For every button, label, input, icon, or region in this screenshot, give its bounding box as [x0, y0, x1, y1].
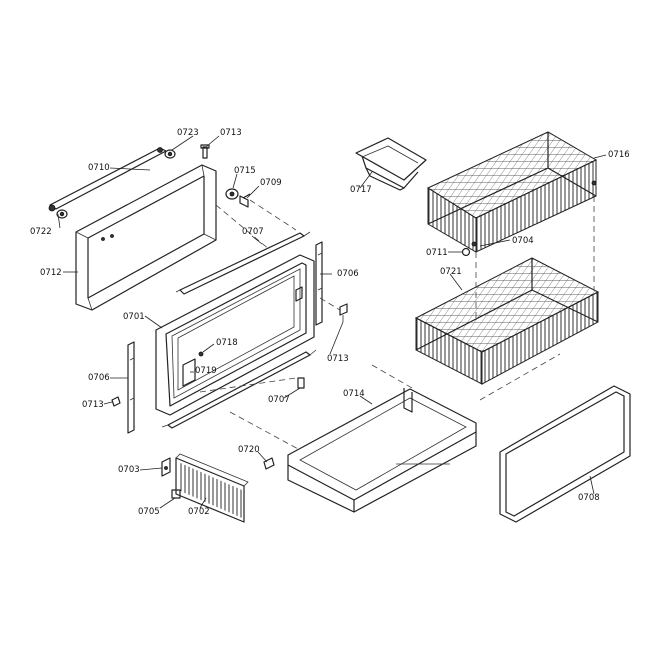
label-0715: 0715	[234, 166, 256, 176]
label-0710: 0710	[88, 163, 110, 173]
washer-0715	[225, 188, 239, 200]
side-rail-0706-right	[315, 241, 323, 326]
label-0717: 0717	[350, 185, 372, 195]
label-0704: 0704	[512, 236, 534, 246]
screw-0713-left	[111, 396, 121, 407]
label-0706-left: 0706	[88, 373, 110, 383]
label-0716: 0716	[608, 150, 630, 160]
part-labels: 0723 0713 0710 0715 0709 0722 0707 0712 …	[30, 128, 630, 517]
door-0701	[155, 254, 315, 416]
label-0708: 0708	[578, 493, 600, 503]
label-0702: 0702	[188, 507, 210, 517]
label-0718: 0718	[216, 338, 238, 348]
ice-bin-0717	[355, 137, 427, 191]
leader-lines	[57, 135, 607, 509]
drawer-tray-0714	[287, 388, 477, 513]
roller-0723	[164, 149, 176, 159]
wire-basket-0721	[414, 257, 600, 385]
label-0701: 0701	[123, 312, 145, 322]
label-0709: 0709	[260, 178, 282, 188]
label-0713-mid: 0713	[327, 354, 349, 364]
label-0705: 0705	[138, 507, 160, 517]
roller-0722	[56, 209, 68, 219]
screw-0705	[171, 489, 181, 499]
label-0713-left: 0713	[82, 400, 104, 410]
side-rail-0706-left	[127, 341, 135, 434]
door-frame-0712	[75, 164, 217, 311]
label-0714: 0714	[343, 389, 365, 399]
label-0712: 0712	[40, 268, 62, 278]
label-0723: 0723	[177, 128, 199, 138]
wire-basket-0716	[426, 131, 598, 253]
slide-rail-0707-top	[175, 231, 311, 295]
top-rail-0710	[48, 147, 167, 212]
label-0722: 0722	[30, 227, 52, 237]
alignment-lines	[199, 196, 595, 451]
screw-0713-mid	[339, 303, 348, 322]
label-0703: 0703	[118, 465, 140, 475]
gasket-0708	[499, 385, 631, 523]
screw-0720	[263, 457, 275, 470]
label-0707-top: 0707	[242, 227, 264, 237]
bolt-0709	[239, 193, 251, 208]
label-0720: 0720	[238, 445, 260, 455]
label-0711: 0711	[426, 248, 448, 258]
label-0713-top: 0713	[220, 128, 242, 138]
label-0719: 0719	[195, 366, 217, 376]
nut-0711	[461, 247, 471, 257]
slide-rail-0707-bottom	[161, 349, 317, 429]
bracket-0703	[161, 457, 171, 477]
cover-panel-0702	[175, 453, 249, 523]
screw-0713-top	[200, 144, 210, 159]
label-0706-right: 0706	[337, 269, 359, 279]
label-0707-bottom: 0707	[268, 395, 290, 405]
label-0721: 0721	[440, 267, 462, 277]
